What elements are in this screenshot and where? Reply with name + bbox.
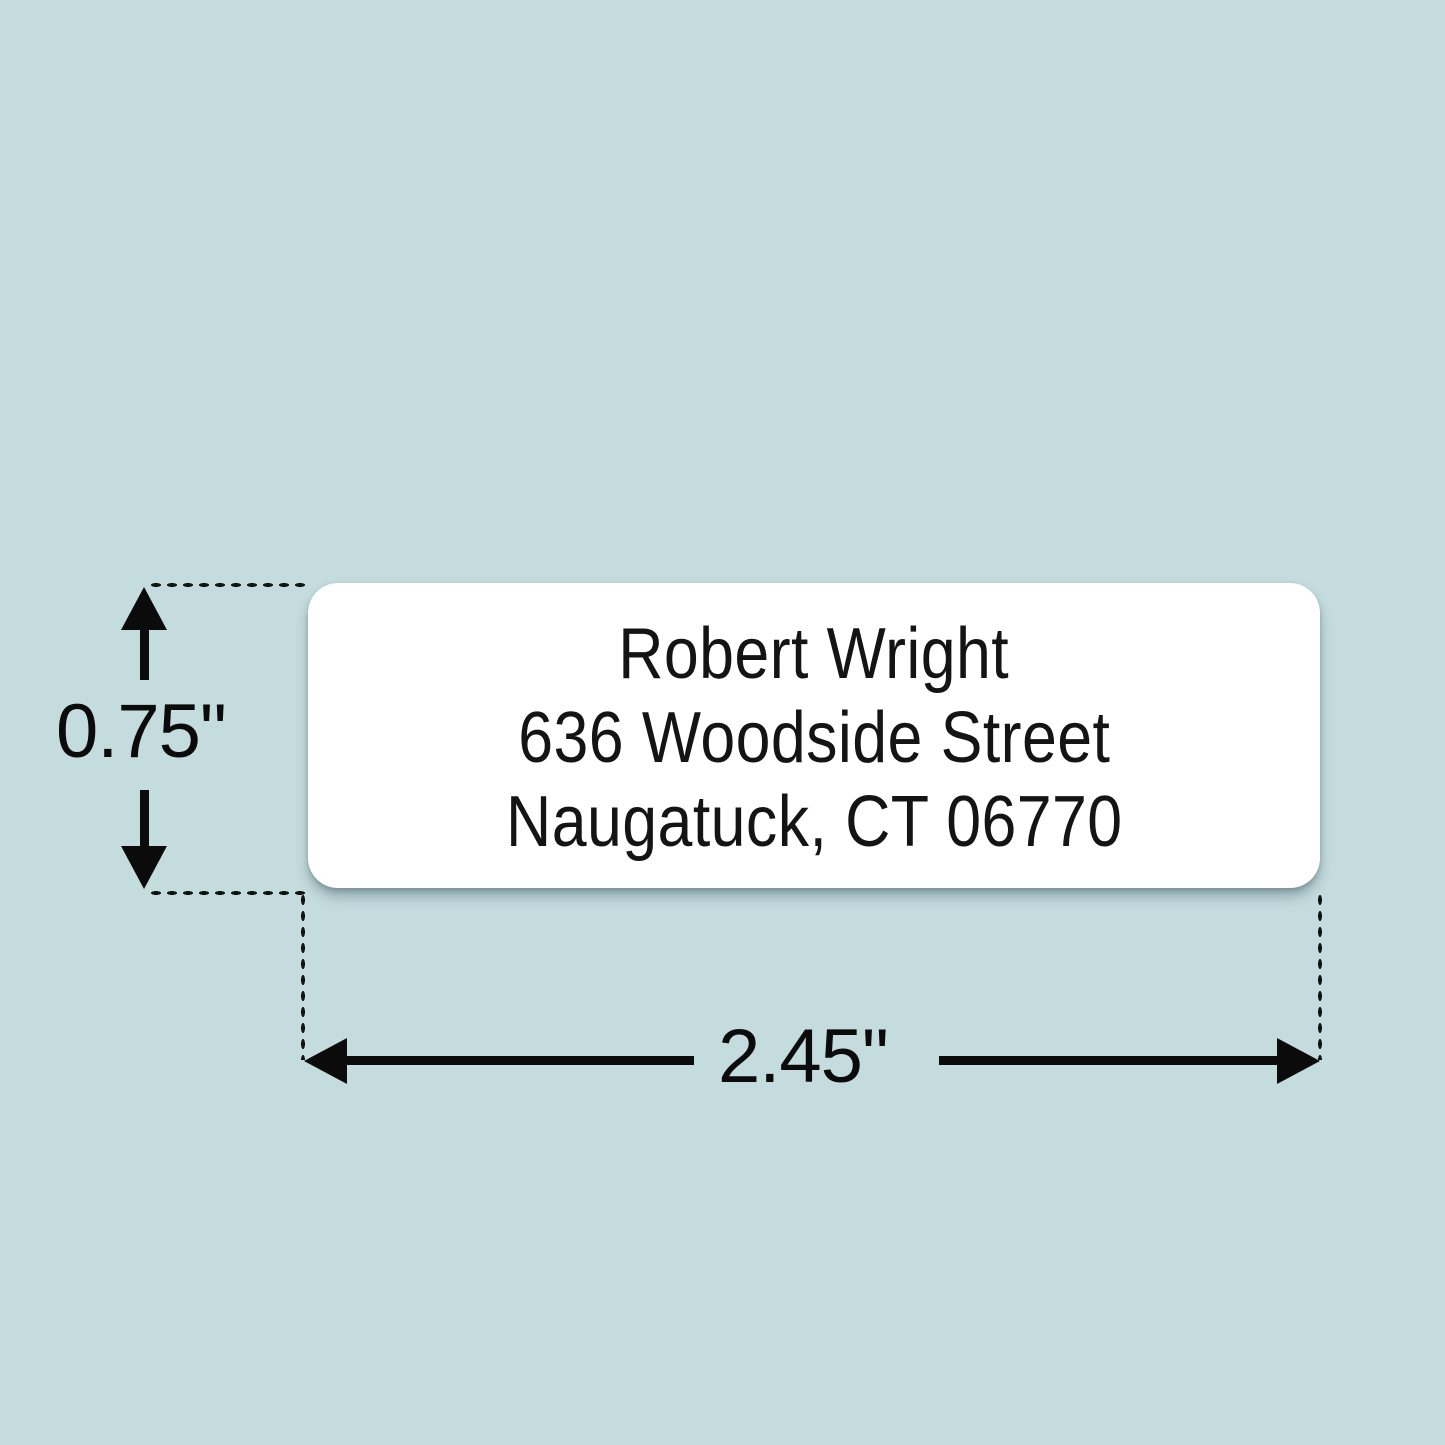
- address-line-city: Naugatuck, CT 06770: [505, 781, 1123, 862]
- extension-line-bottom: [148, 890, 310, 896]
- address-label-card: Robert Wright 636 Woodside Street Naugat…: [308, 583, 1320, 888]
- dimension-height-label: 0.75": [56, 689, 227, 774]
- arrowhead-left-icon: [304, 1038, 347, 1084]
- dimension-width-label: 2.45": [718, 1014, 889, 1099]
- dimension-line-down: [140, 790, 149, 848]
- address-line-street: 636 Woodside Street: [517, 697, 1111, 778]
- extension-line-left: [300, 892, 306, 1060]
- arrowhead-down-icon: [121, 846, 167, 889]
- arrowhead-right-icon: [1277, 1038, 1320, 1084]
- extension-line-right: [1317, 892, 1323, 1060]
- extension-line-top: [148, 582, 310, 588]
- arrowhead-up-icon: [121, 587, 167, 630]
- dimension-line-left: [345, 1056, 694, 1065]
- dimension-line-up: [140, 625, 149, 680]
- dimension-line-right: [939, 1056, 1279, 1065]
- address-line-name: Robert Wright: [618, 613, 1010, 694]
